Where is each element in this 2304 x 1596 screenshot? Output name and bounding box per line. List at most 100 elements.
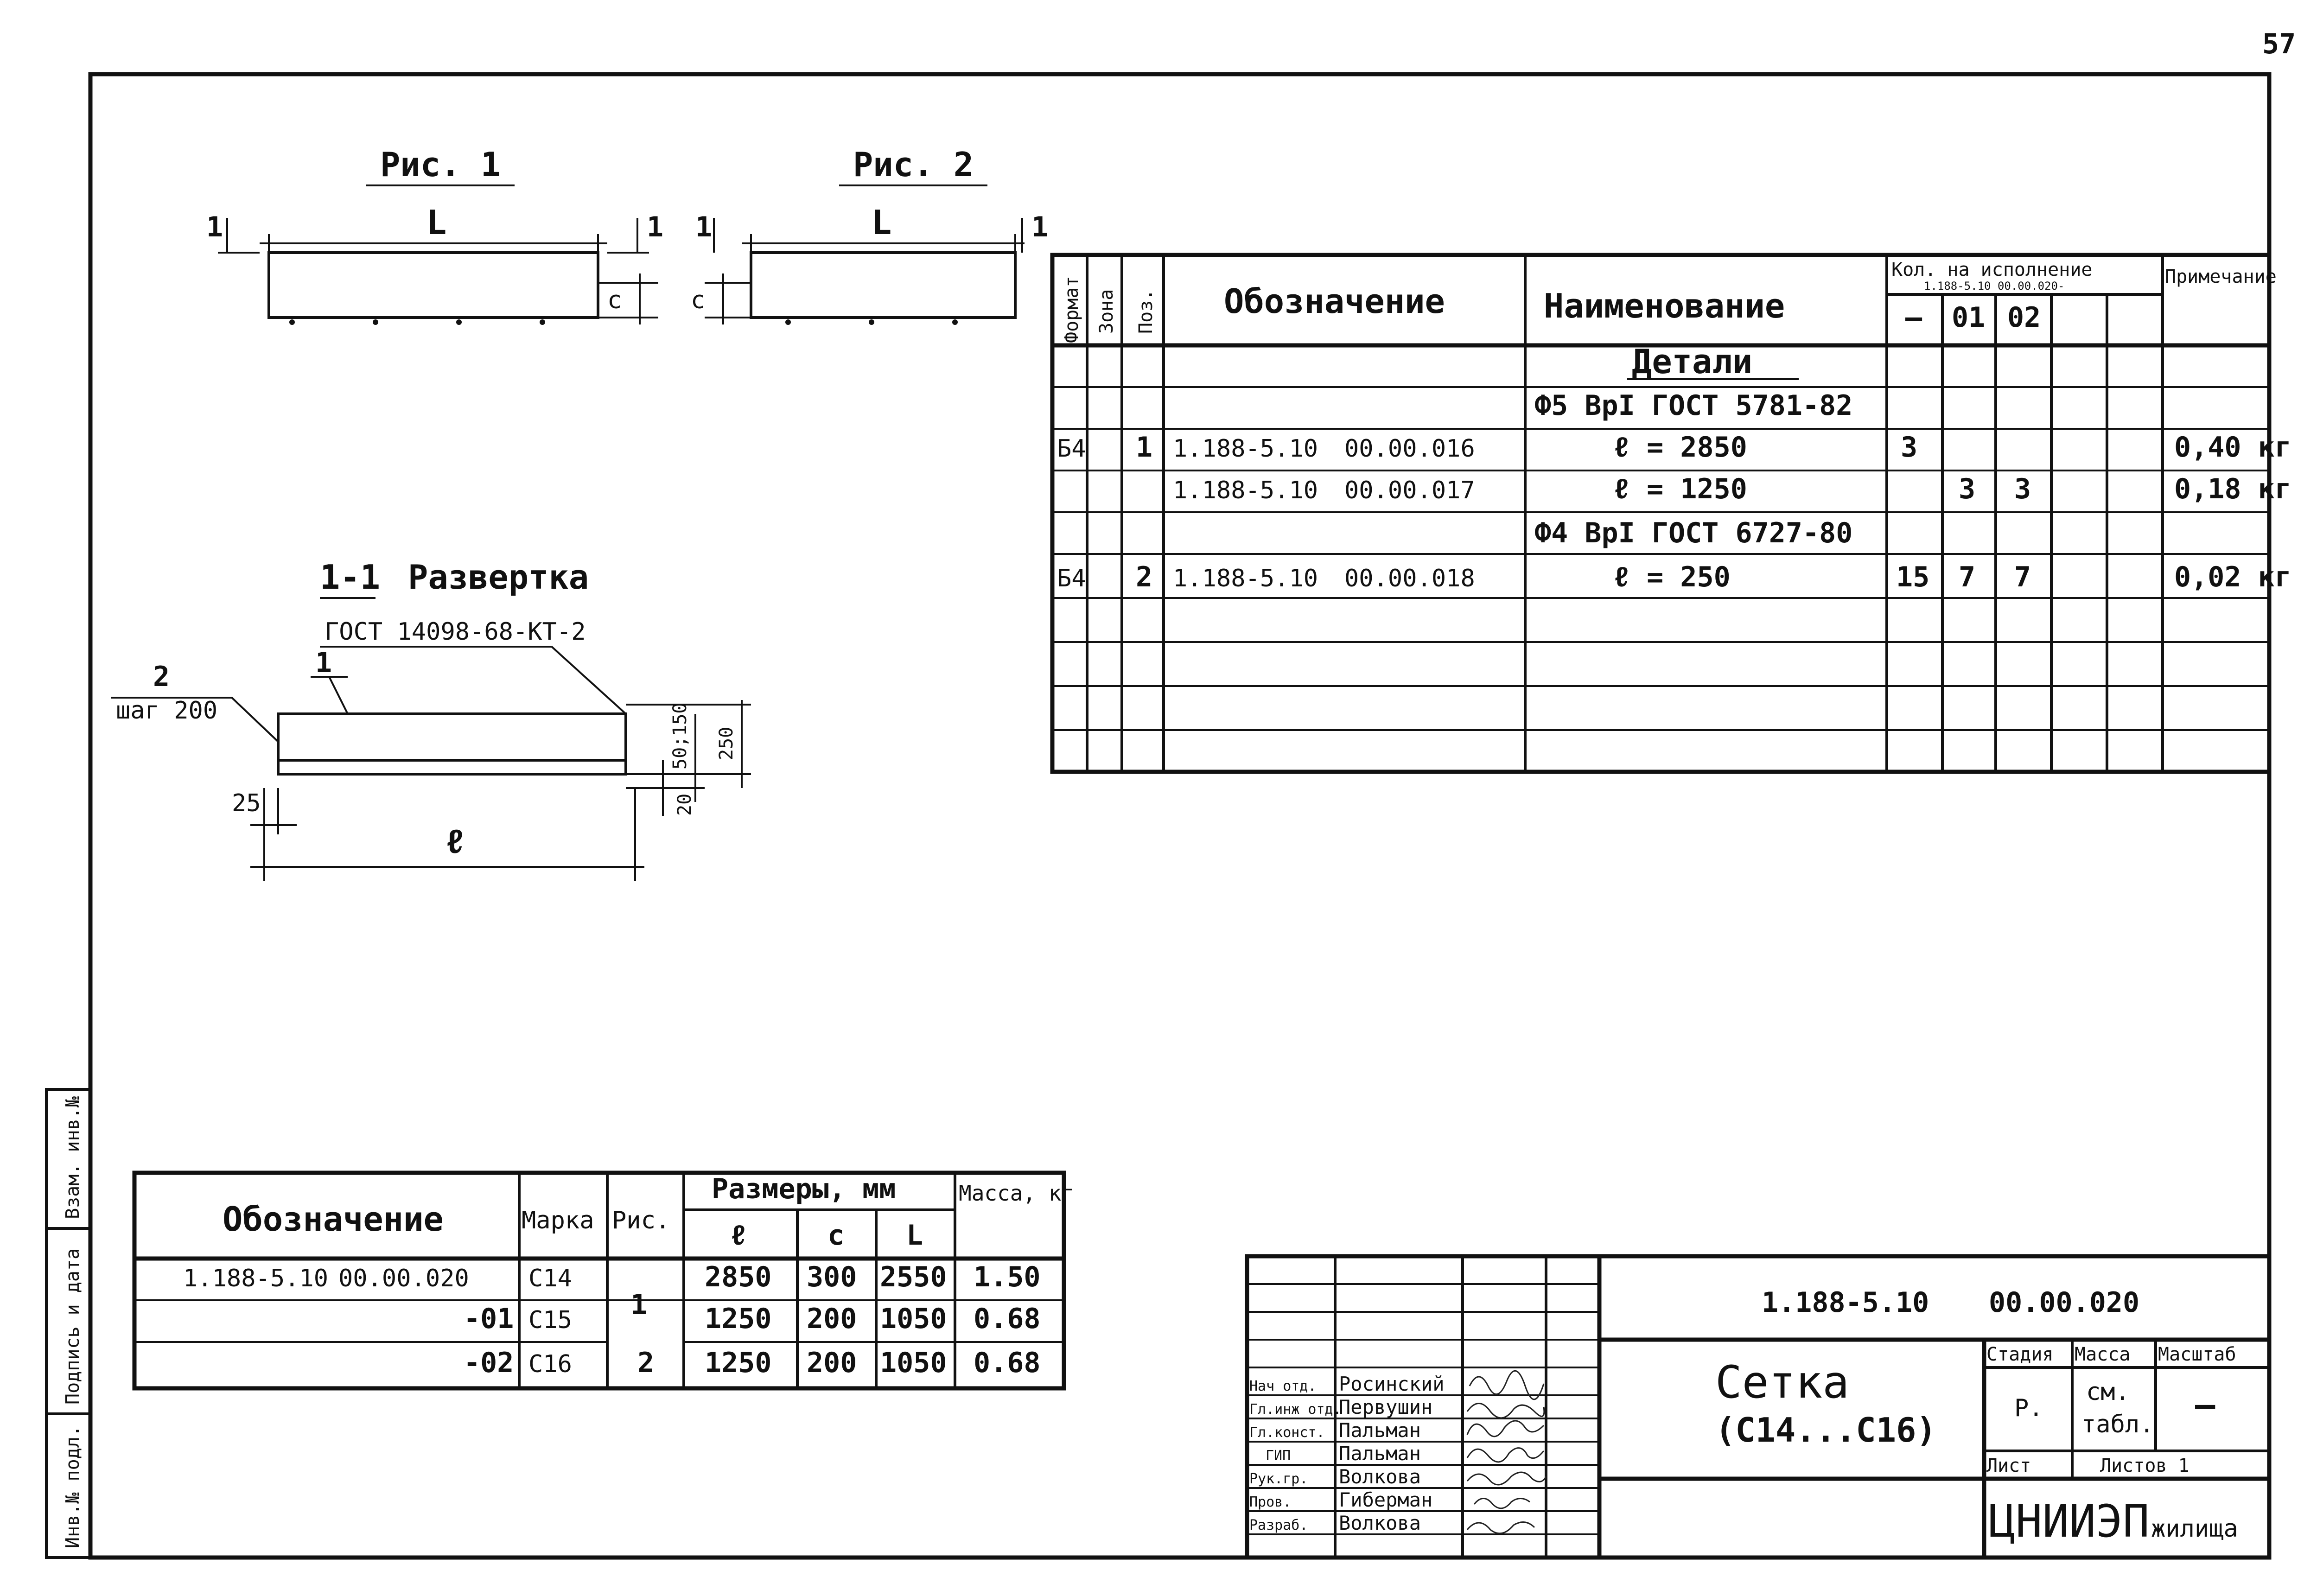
title-mass-value-1: см. — [2086, 1378, 2130, 1406]
marks-row-2-L: 1050 — [880, 1347, 947, 1379]
marks-row-1-code: -01 — [464, 1303, 514, 1335]
spec-row-2-code: 00.00.017 — [1344, 477, 1475, 504]
spec-header-variant-1: 01 — [1952, 301, 1985, 334]
figure-1-height: c — [607, 286, 622, 314]
section-dim-length: ℓ — [445, 822, 465, 861]
marks-row-1-l: 1250 — [705, 1303, 772, 1335]
spec-row-4-note: 0,02 кг — [2174, 561, 2291, 593]
spec-row-2-note: 0,18 кг — [2174, 473, 2291, 505]
marks-row-2-code: -02 — [464, 1347, 514, 1379]
marks-row-2-l: 1250 — [705, 1347, 772, 1379]
marks-header-c: c — [827, 1219, 844, 1252]
section-standard-ref: ГОСТ 14098-68-КТ-2 — [325, 618, 586, 646]
spec-row-2-designation: 1.188-5.10 — [1173, 477, 1318, 504]
marks-header-designation: Обозначение — [223, 1200, 444, 1239]
sig-name-3: Пальман — [1339, 1442, 1421, 1465]
spec-row-4-designation: 1.188-5.10 — [1173, 565, 1318, 592]
spec-header-zone: Зона — [1096, 289, 1117, 334]
section-dim-total: 250 — [716, 727, 737, 760]
marks-row-1-L: 1050 — [880, 1303, 947, 1335]
title-stage: Р. — [2014, 1394, 2043, 1422]
figure-1-section-right: 1 — [647, 211, 663, 243]
marks-header-l: ℓ — [730, 1219, 747, 1252]
title-stage-label: Стадия — [1986, 1344, 2054, 1365]
spec-header-pos: Поз. — [1135, 289, 1157, 334]
sig-name-6: Волкова — [1339, 1512, 1421, 1534]
marks-row-1-mass: 0.68 — [974, 1303, 1041, 1335]
figure-2-section-left: 1 — [695, 211, 712, 243]
sig-role-0: Нач отд. — [1249, 1378, 1317, 1394]
sig-role-3: ГИП — [1266, 1448, 1291, 1464]
spec-row-4-format: Б4 — [1057, 565, 1086, 592]
section-caption-text: Развертка — [408, 558, 589, 597]
sig-name-5: Гиберман — [1339, 1488, 1432, 1511]
spec-section-title: Детали — [1632, 342, 1752, 381]
spec-header-qty-group: Кол. на исполнение — [1891, 259, 2092, 280]
spec-header-format: Формат — [1061, 276, 1082, 343]
marks-row-0-designation: 1.188-5.10 — [183, 1265, 328, 1292]
spec-row-2-q2: 3 — [2014, 473, 2031, 505]
side-stamp-replace: Взам. инв.№ — [62, 1096, 83, 1219]
spec-header-name: Наименование — [1544, 286, 1785, 325]
side-stamp: Инв.№ подл. Подпись и дата Взам. инв.№ — [45, 1088, 92, 1559]
sig-role-6: Разраб. — [1249, 1517, 1308, 1533]
section-dim-offset: 25 — [232, 789, 261, 817]
section-pos2-label: 2 — [153, 661, 170, 693]
spec-table: Формат Зона Поз. Обозначение Наименовани… — [1050, 253, 2291, 774]
section-caption-number: 1-1 — [320, 558, 380, 597]
marks-header-mark: Марка — [522, 1207, 594, 1234]
spec-header-variant-2: 02 — [2007, 301, 2041, 334]
spec-row-1-name: ℓ = 2850 — [1613, 431, 1747, 464]
spec-row-0-name: Ф5 ВрI ГОСТ 5781-82 — [1534, 389, 1852, 422]
sig-name-1: Первушин — [1339, 1396, 1432, 1418]
figure-2-length: L — [872, 203, 891, 242]
marks-header-mass: Масса, кг — [959, 1181, 1074, 1206]
figure-1: Рис. 1 L c 1 1 — [206, 145, 663, 325]
marks-row-0-l: 2850 — [705, 1261, 772, 1293]
title-mass-label: Масса — [2075, 1344, 2130, 1365]
spec-row-2-q1: 3 — [1959, 473, 1975, 505]
figure-2-section-right: 1 — [1031, 211, 1048, 243]
spec-row-2-name: ℓ = 1250 — [1613, 473, 1747, 505]
marks-row-2-c: 200 — [807, 1347, 857, 1379]
sig-role-1: Гл.инж отд. — [1249, 1401, 1342, 1418]
marks-header-dims: Размеры, мм — [712, 1173, 896, 1205]
title-mass-value-2: табл. — [2081, 1411, 2154, 1438]
sig-role-4: Рук.гр. — [1249, 1471, 1308, 1487]
figure-1-length: L — [426, 203, 446, 242]
title-scale: — — [2195, 1385, 2215, 1424]
spec-row-4-code: 00.00.018 — [1344, 565, 1475, 592]
section-pos1-label: 1 — [315, 647, 332, 679]
figure-1-section-left: 1 — [206, 211, 223, 243]
spec-row-4-q1: 7 — [1959, 561, 1975, 593]
marks-row-2-fig: 2 — [637, 1347, 654, 1379]
spec-row-4-q2: 7 — [2014, 561, 2031, 593]
sig-role-5: Пров. — [1249, 1494, 1291, 1510]
title-doc-number: 1.188-5.10 — [1762, 1286, 1929, 1319]
page-number: 57 — [2262, 28, 2296, 60]
spec-row-1-pos: 1 — [1136, 431, 1152, 464]
figure-1-caption: Рис. 1 — [380, 145, 501, 184]
marks-row-0-code: 00.00.020 — [338, 1265, 469, 1292]
spec-row-1-format: Б4 — [1057, 435, 1086, 463]
spec-header-note: Примечание — [2165, 266, 2277, 287]
marks-row-2-mark: С16 — [528, 1350, 572, 1378]
section-1-1: 1-1 Развертка ГОСТ 14098-68-КТ-2 1 2 шаг… — [111, 558, 751, 881]
title-doc-code: 00.00.020 — [1989, 1286, 2139, 1319]
sheet-frame — [88, 72, 2272, 1560]
spec-row-1-q0: 3 — [1901, 431, 1917, 464]
marks-row-0-mark: С14 — [528, 1265, 572, 1292]
side-stamp-inv: Инв.№ подл. — [62, 1425, 83, 1548]
figure-2-caption: Рис. 2 — [853, 145, 974, 184]
handwritten-signatures — [1466, 1370, 1547, 1534]
sig-name-4: Волкова — [1339, 1465, 1421, 1488]
marks-row-0-fig: 1 — [630, 1289, 647, 1321]
spec-row-4-q0: 15 — [1896, 561, 1929, 593]
marks-row-0-mass: 1.50 — [974, 1261, 1041, 1293]
marks-row-1-mark: С15 — [528, 1306, 572, 1334]
marks-row-2-mass: 0.68 — [974, 1347, 1041, 1379]
title-scale-label: Масштаб — [2158, 1344, 2236, 1365]
spec-header-qty-sub: 1.188-5.10 00.00.020- — [1924, 280, 2064, 292]
